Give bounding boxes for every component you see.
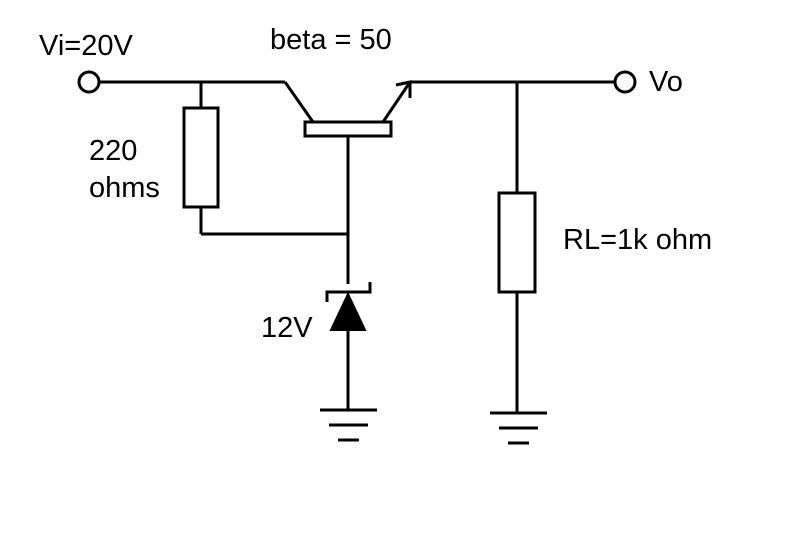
load-resistor-label: RL=1k ohm xyxy=(563,224,712,256)
input-terminal xyxy=(77,70,101,94)
transistor-base-bar xyxy=(303,120,393,138)
collector-lead xyxy=(283,81,315,123)
load-resistor xyxy=(497,191,537,294)
output-terminal xyxy=(613,70,637,94)
output-label: Vo xyxy=(649,66,683,98)
zener-voltage-label: 12V xyxy=(261,312,313,344)
resistor-value-label: 220 xyxy=(89,135,137,167)
zener-cathode-bar xyxy=(325,282,372,302)
series-resistor-220 xyxy=(182,106,220,209)
beta-label: beta = 50 xyxy=(270,24,392,56)
input-voltage-label: Vi=20V xyxy=(39,30,133,62)
resistor-unit-label: ohms xyxy=(89,172,160,204)
zener-diode-triangle xyxy=(329,291,367,331)
emitter-lead xyxy=(381,81,412,123)
